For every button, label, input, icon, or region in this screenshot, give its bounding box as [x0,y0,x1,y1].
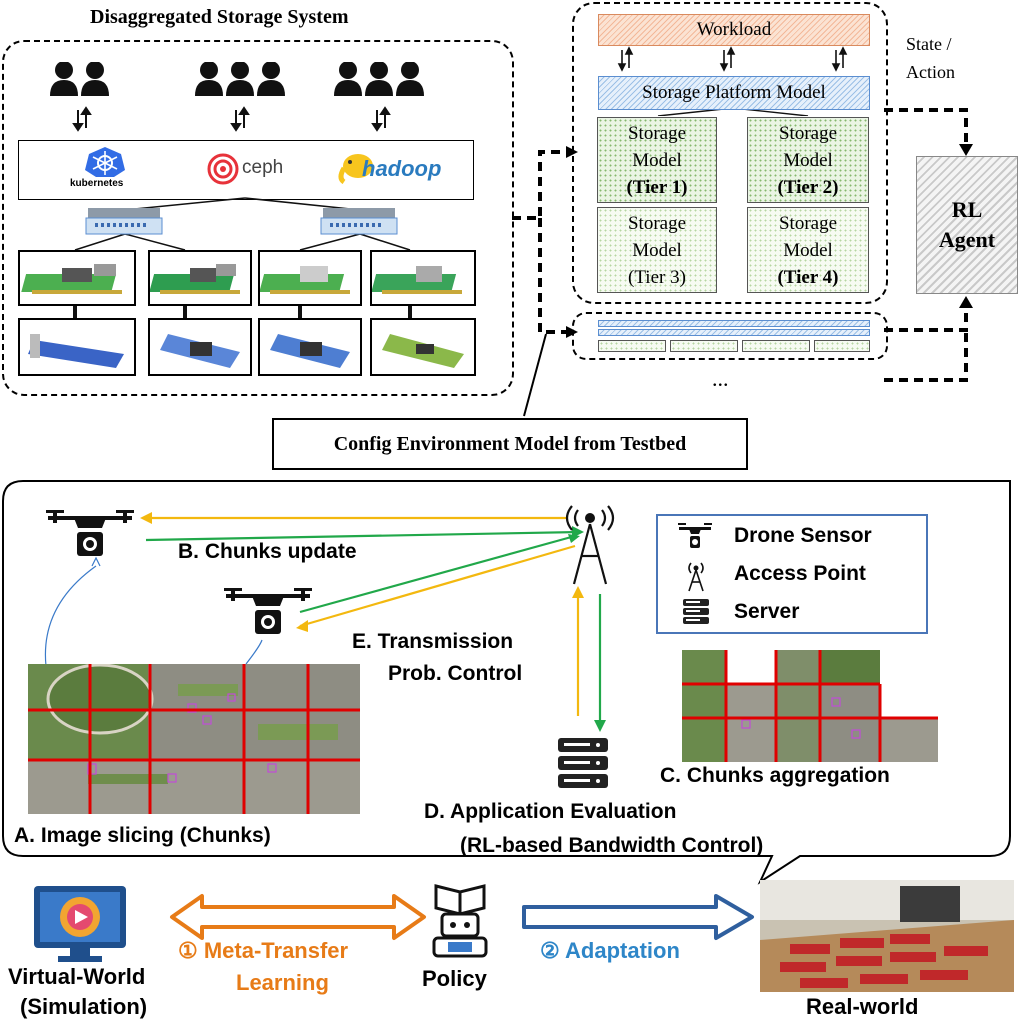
tier-4-line1: Storage [778,212,838,234]
policy-label: Policy [422,966,487,991]
adaptation-arrow [522,894,754,940]
platform-arrows [617,46,848,116]
meta-transfer-label-1: ① Meta-Transfer [178,938,349,963]
storage-system-title: Disaggregated Storage System [90,6,349,28]
server-icon [558,738,608,788]
tier-2-line1: Storage [778,122,838,144]
meta-transfer-arrow [170,894,426,940]
tier-3-line2: Model [632,239,682,261]
transmission-label-2: Prob. Control [388,662,523,685]
hadoop-elephant-icon [338,154,373,184]
ssd-card-4 [370,318,476,376]
storage-tier-2: Storage Model (Tier 2) [747,117,869,203]
ceph-label: ceph [242,157,284,178]
tier-3-line1: Storage [627,212,687,234]
real-world-testbed-photo [760,880,1014,992]
rl-agent-box: RL Agent [916,156,1018,294]
drone-icon [46,510,134,556]
legend-box: Drone Sensor Access Point Server [656,514,928,634]
app-eval-label-2: (RL-based Bandwidth Control) [460,834,764,857]
aggregated-chunks [682,650,938,762]
transmission-label-1: E. Transmission [352,630,514,653]
state-action-label: State / Action [906,34,955,82]
network-switch-icon [85,208,163,235]
nic-card-1 [18,250,136,306]
tier-4-label: (Tier 4) [777,266,839,288]
virtual-world-label-2: (Simulation) [20,994,148,1019]
user-groups-icon [50,62,424,132]
tier-2-line2: Model [783,149,833,171]
chunks-aggregation-label: C. Chunks aggregation [660,764,890,787]
legend-server-label: Server [734,600,800,623]
storage-topology [73,197,412,318]
nic-card-3 [258,250,362,306]
ssd-card-2 [148,318,252,376]
storage-tier-1: Storage Model (Tier 1) [597,117,717,203]
nic-card-4 [370,250,476,306]
storage-tier-4: Storage Model (Tier 4) [747,207,869,293]
workload-box: Workload [598,14,870,46]
legend-drone-icon [678,523,712,548]
chunks-update-label: B. Chunks update [178,540,357,563]
legend-server-icon [683,599,709,624]
more-platforms-ellipsis: ... [712,366,729,391]
tier-1-line2: Model [632,149,682,171]
tier-3-label: (Tier 3) [628,266,686,288]
hadoop-label: hadoop [362,156,442,181]
image-slicing-label: A. Image slicing (Chunks) [14,824,271,847]
ceph-icon [207,153,239,185]
virtual-world-label-1: Virtual-World [8,964,146,989]
legend-antenna-icon [688,562,704,592]
app-eval-label-1: D. Application Evaluation [424,800,677,823]
config-env-label: Config Environment Model from Testbed [272,418,748,470]
tier-4-line2: Model [783,239,833,261]
storage-tier-3: Storage Model (Tier 3) [597,207,717,293]
virtual-world-monitor-icon [34,886,126,962]
real-world-label: Real-world [806,994,919,1019]
drone-icon [224,588,312,634]
adaptation-label: ② Adaptation [540,938,680,963]
antenna-icon [565,505,615,585]
tier-1-line1: Storage [627,122,687,144]
tier-2-label: (Tier 2) [777,176,839,198]
storage-platform-model: Storage Platform Model [598,76,870,110]
legend-access-point-label: Access Point [734,562,866,585]
kubernetes-label: kubernetes [70,178,124,189]
meta-transfer-label-2: Learning [236,970,329,995]
ssd-card-3 [258,318,362,376]
ssd-card-1 [18,318,136,376]
kubernetes-icon [85,147,125,177]
dashed-connectors [512,108,973,417]
policy-robot-icon [432,884,488,958]
nic-card-2 [148,250,252,306]
aerial-image-chunks [28,664,360,814]
tier-1-label: (Tier 1) [626,176,688,198]
legend-drone-label: Drone Sensor [734,524,872,547]
platform-model-box-collapsed [572,312,888,360]
